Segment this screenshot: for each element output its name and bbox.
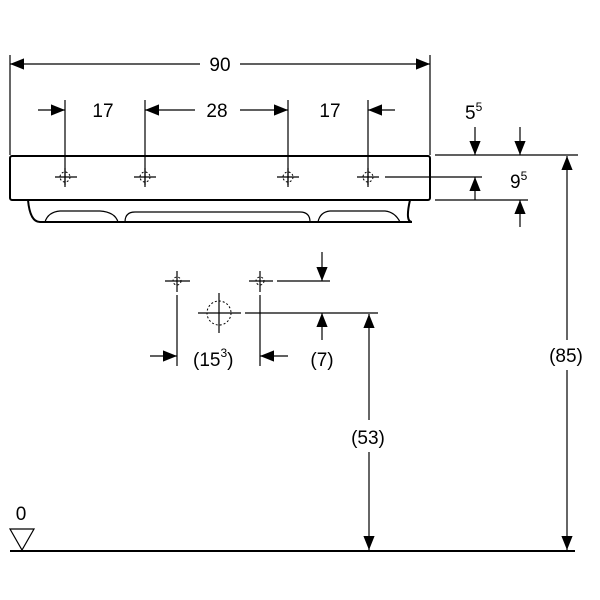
crosshair-icon <box>165 271 190 292</box>
total-height-dimension: (85) <box>549 156 583 550</box>
crosshair-icon <box>55 168 77 187</box>
level-marker-icon <box>8 528 36 552</box>
spacing-left-label: 17 <box>92 101 113 122</box>
spacing-right-label: 17 <box>319 101 340 122</box>
spacing-middle-label: 28 <box>206 101 227 122</box>
washbasin-outline <box>9 155 431 223</box>
overall-width-label: 90 <box>209 55 230 76</box>
crosshair-icon <box>277 168 299 187</box>
drain-height-dimension: (53) <box>351 314 385 550</box>
crosshair-icon <box>134 168 156 187</box>
drain-circle-icon <box>198 293 241 333</box>
crosshair-icon <box>357 168 379 187</box>
drain-offset-label: (153) <box>193 346 233 371</box>
floor-level: 0 <box>8 504 575 552</box>
rim-dimensions: 55 95 <box>385 100 578 227</box>
tap-hole-markers <box>55 168 379 187</box>
total-height-label: (85) <box>549 346 583 367</box>
top-offset-label: 55 <box>465 100 483 124</box>
crosshair-icon <box>249 271 273 292</box>
drain-position: (153) (7) <box>150 252 378 371</box>
overall-width-dimension: 90 <box>9 55 431 155</box>
floor-level-label: 0 <box>16 504 27 525</box>
drain-vertical-label: (7) <box>310 350 333 371</box>
drain-height-label: (53) <box>351 428 385 449</box>
rim-height-label: 95 <box>510 169 528 193</box>
hole-spacing-dimension: 17 28 17 <box>38 100 395 185</box>
